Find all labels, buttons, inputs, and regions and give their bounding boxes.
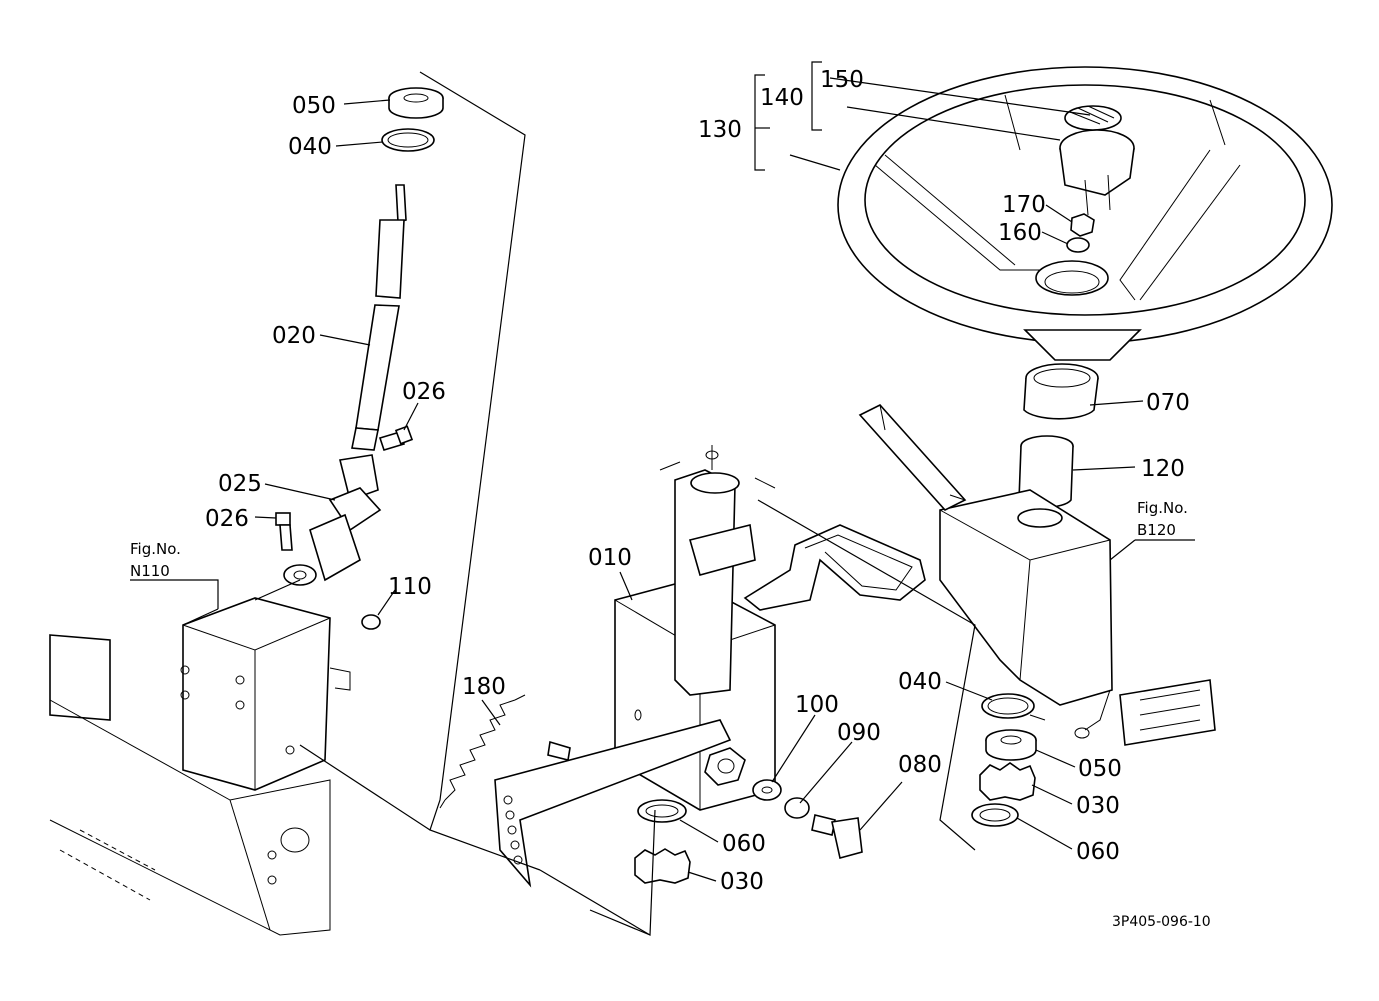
label-140: 140	[760, 85, 804, 111]
gear-030-mid	[634, 848, 691, 884]
label-040-right: 040	[898, 669, 942, 695]
hub-opening	[1035, 260, 1109, 296]
bolt-080	[811, 814, 863, 859]
label-150: 150	[820, 67, 864, 93]
label-020: 020	[272, 323, 316, 349]
cap-150	[1064, 105, 1122, 131]
label-010: 010	[588, 545, 632, 571]
bearing-050-top	[388, 87, 444, 119]
figure-ref-n110-code: N110	[130, 562, 170, 580]
label-025: 025	[218, 471, 262, 497]
universal-joint-025	[283, 454, 382, 586]
nut-center	[704, 747, 746, 786]
bushing-070	[1023, 363, 1099, 420]
label-060-right: 060	[1076, 839, 1120, 865]
nut-170	[1070, 213, 1095, 237]
lever-arm	[494, 719, 732, 888]
figure-ref-n110: Fig.No. N110	[130, 540, 181, 580]
label-080: 080	[898, 752, 942, 778]
label-060-mid: 060	[722, 831, 766, 857]
steering-wheel-130	[837, 66, 1333, 361]
callout-labels: 050 040 020 026 025 026 110 180 010 100 …	[205, 67, 1190, 895]
figure-ref-n110-title: Fig.No.	[130, 540, 181, 558]
label-070: 070	[1146, 390, 1190, 416]
snap-ring-040-right	[981, 693, 1035, 719]
bolt-026-upper	[378, 425, 414, 451]
washer-100	[752, 779, 782, 801]
label-100: 100	[795, 692, 839, 718]
label-050-top: 050	[292, 93, 336, 119]
spring-180	[439, 694, 526, 809]
bearing-050-right	[985, 729, 1037, 761]
label-040-top: 040	[288, 134, 332, 160]
label-180: 180	[462, 674, 506, 700]
label-090: 090	[837, 720, 881, 746]
label-170: 170	[1002, 192, 1046, 218]
center-cover-140	[1059, 129, 1135, 216]
label-030-mid: 030	[720, 869, 764, 895]
washer-160	[1066, 237, 1090, 253]
label-026-lower: 026	[205, 506, 249, 532]
figure-ref-b120-code: B120	[1137, 521, 1176, 539]
label-050-right: 050	[1078, 756, 1122, 782]
pin-near-spring	[547, 740, 571, 761]
label-120: 120	[1141, 456, 1185, 482]
nut-110	[361, 614, 381, 630]
figure-ref-b120-title: Fig.No.	[1137, 499, 1188, 517]
washer-060-mid	[637, 799, 687, 823]
bolt-026-lower	[275, 512, 293, 551]
drawing-code: 3P405-096-10	[1112, 914, 1211, 930]
label-130: 130	[698, 117, 742, 143]
steering-column-b120	[858, 404, 1216, 746]
steering-shaft-020	[351, 184, 407, 451]
leader-lines	[130, 61, 1195, 937]
snap-ring-040-top	[381, 128, 435, 152]
label-030-right: 030	[1076, 793, 1120, 819]
gear-030-right	[979, 762, 1036, 801]
label-160: 160	[998, 220, 1042, 246]
frame-n110	[49, 597, 351, 936]
washer-060-right	[971, 803, 1019, 827]
label-026-upper: 026	[402, 379, 446, 405]
figure-ref-b120: Fig.No. B120	[1137, 499, 1188, 539]
loop-rod	[743, 524, 926, 611]
label-110: 110	[388, 574, 432, 600]
spring-washer-090	[784, 797, 810, 819]
